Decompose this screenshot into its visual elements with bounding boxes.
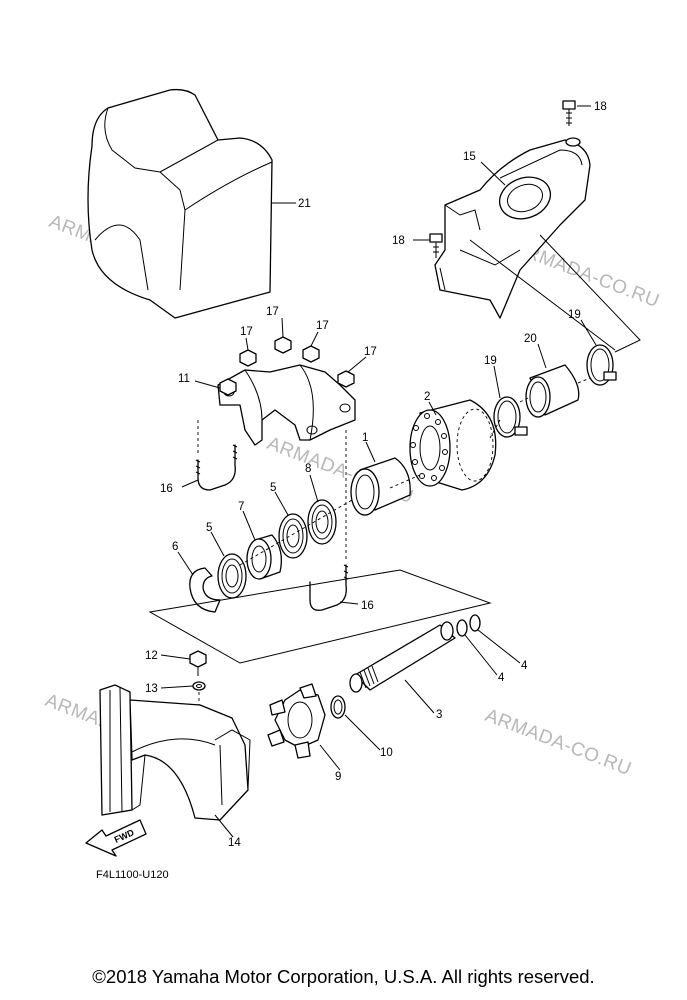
callout-18-top: 18 [594, 101, 607, 113]
part-19-clamp-rear [586, 344, 617, 386]
part-16-ubolt-right [309, 564, 349, 611]
callout-15: 15 [463, 151, 476, 163]
callout-1: 1 [362, 432, 368, 444]
part-18-screw-side [429, 233, 443, 258]
callout-19-front: 19 [484, 355, 497, 367]
part-11-housing [217, 364, 356, 446]
part-20-sleeve [525, 364, 580, 418]
callout-4-right: 4 [521, 660, 528, 672]
part-13-washer [192, 681, 206, 691]
callout-6: 6 [172, 541, 178, 553]
drawing-code: F4L1100-U120 [96, 869, 169, 881]
part-3-drive-shaft [349, 621, 456, 693]
part-1-collar [350, 457, 411, 516]
callout-8: 8 [305, 463, 311, 475]
callout-17-a: 17 [240, 326, 253, 338]
callout-4-left: 4 [498, 672, 505, 684]
callout-14: 14 [228, 837, 241, 849]
part-17-nuts [219, 336, 355, 396]
part-21-cover [87, 88, 273, 319]
part-4-orings [456, 614, 481, 637]
callout-17-c: 17 [316, 320, 329, 332]
callout-17-d: 17 [364, 346, 377, 358]
part-18-screw-top [562, 100, 576, 126]
callouts: 18 15 18 21 17 17 17 17 11 2 19 20 19 1 … [145, 101, 607, 849]
part-19-clamp-front [493, 396, 528, 438]
callout-7: 7 [238, 501, 244, 513]
callout-20: 20 [524, 333, 537, 345]
part-12-bolt [189, 650, 207, 676]
callout-5-right: 5 [270, 482, 276, 494]
callout-16-right: 16 [361, 600, 374, 612]
watermark-5: ARMADA-CO.RU [482, 705, 634, 780]
callout-17-b: 17 [266, 306, 279, 318]
callout-10: 10 [380, 747, 393, 759]
part-15-duct [434, 137, 591, 319]
part-7-spacer [246, 534, 283, 580]
part-14-lower-cover [99, 684, 251, 821]
callout-5-left: 5 [206, 522, 212, 534]
callout-19-rear: 19 [568, 309, 581, 321]
leader-lines [160, 105, 597, 838]
part-2-damper [409, 399, 497, 491]
callout-12: 12 [145, 650, 158, 662]
callout-11: 11 [178, 373, 190, 385]
callout-21: 21 [298, 198, 311, 210]
callout-2: 2 [424, 391, 430, 403]
part-10-washer [330, 695, 346, 719]
part-16-ubolt-left [195, 444, 238, 491]
callout-16-left: 16 [160, 483, 173, 495]
part-8-bearing [307, 499, 337, 545]
callout-18-side: 18 [392, 235, 405, 247]
part-5-bearing-left [217, 553, 247, 599]
callout-13: 13 [145, 683, 158, 695]
part-6-circlip [189, 567, 221, 613]
callout-3: 3 [436, 709, 442, 721]
callout-9: 9 [335, 771, 341, 783]
part-9-coupler [267, 683, 326, 759]
fwd-direction-arrow: FWD [85, 819, 147, 857]
part-5-bearing-right [278, 513, 308, 559]
copyright-notice: ©2018 Yamaha Motor Corporation, U.S.A. A… [92, 966, 595, 987]
